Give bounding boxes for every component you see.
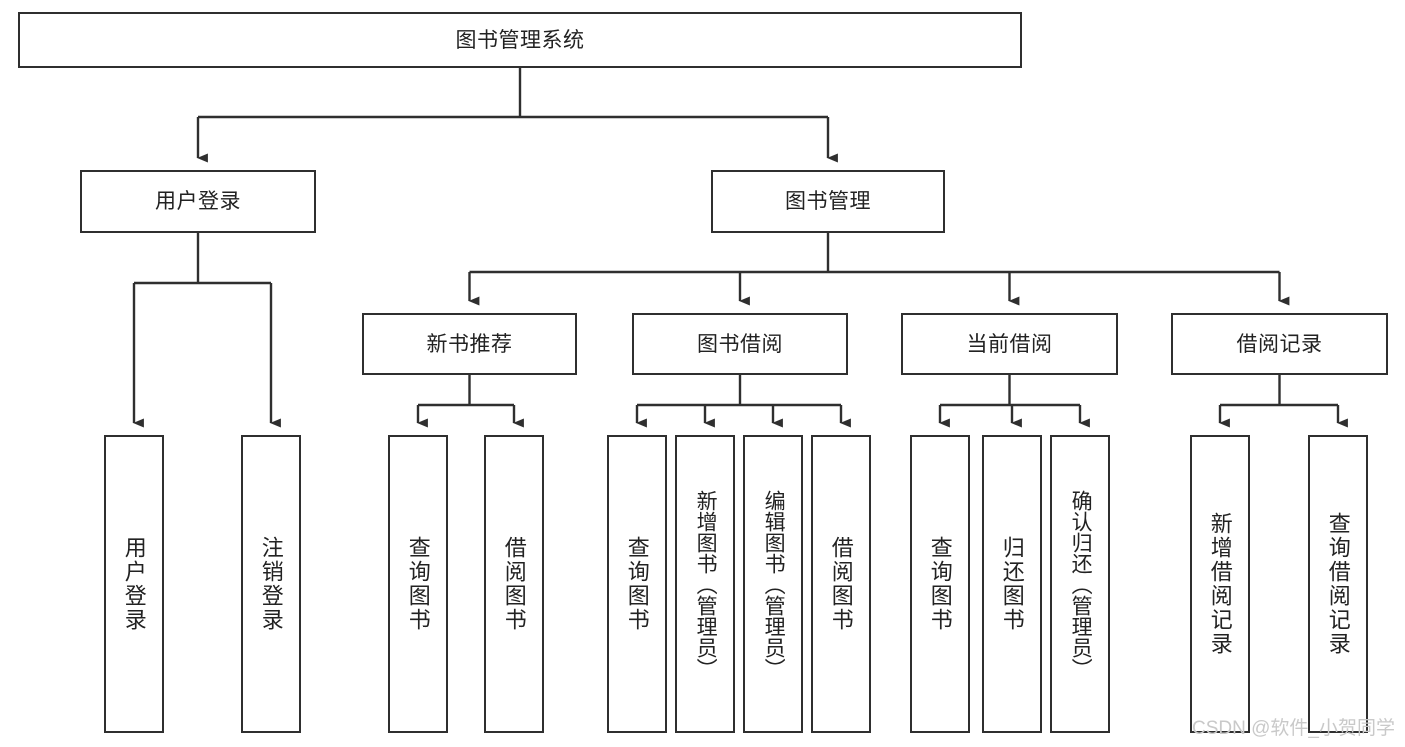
node-新增借阅记录-leaf-11[interactable]: 新增借阅记录 [1190, 435, 1250, 733]
node-label: 查询图书 [405, 536, 431, 632]
node-查询图书-leaf-4[interactable]: 查询图书 [607, 435, 667, 733]
node-label: 当前借阅 [966, 332, 1053, 356]
node-查询图书-leaf-2[interactable]: 查询图书 [388, 435, 448, 733]
node-label: 归还图书 [999, 536, 1025, 632]
node-label: 用户登录 [121, 536, 147, 632]
node-查询图书-leaf-8[interactable]: 查询图书 [910, 435, 970, 733]
node-label: 新增借阅记录 [1207, 512, 1233, 656]
node-label: 查询借阅记录 [1325, 512, 1351, 656]
node-图书借阅-l3[interactable]: 图书借阅 [632, 313, 848, 375]
node-图书管理-l2[interactable]: 图书管理 [711, 170, 945, 233]
node-用户登录-l2[interactable]: 用户登录 [80, 170, 316, 233]
node-图书管理系统-root[interactable]: 图书管理系统 [18, 12, 1022, 68]
node-label: 新书推荐 [426, 332, 513, 356]
node-label: 借阅图书 [501, 536, 527, 632]
node-确认归还管理员-leaf-10[interactable]: 确认归还（管理员） [1050, 435, 1110, 733]
node-注销登录-leaf-1[interactable]: 注销登录 [241, 435, 301, 733]
node-label: 查询图书 [927, 536, 953, 632]
node-新书推荐-l3[interactable]: 新书推荐 [362, 313, 577, 375]
node-新增图书管理员-leaf-5[interactable]: 新增图书（管理员） [675, 435, 735, 733]
node-用户登录-leaf-0[interactable]: 用户登录 [104, 435, 164, 733]
node-编辑图书管理员-leaf-6[interactable]: 编辑图书（管理员） [743, 435, 803, 733]
node-label: 图书管理 [785, 190, 871, 213]
node-label: 新增图书（管理员） [694, 489, 718, 679]
node-label: 确认归还（管理员） [1069, 489, 1093, 679]
node-label: 查询图书 [624, 536, 650, 632]
node-label: 注销登录 [258, 536, 284, 632]
node-label: 图书管理系统 [455, 28, 585, 52]
node-借阅图书-leaf-3[interactable]: 借阅图书 [484, 435, 544, 733]
node-借阅记录-l3[interactable]: 借阅记录 [1171, 313, 1388, 375]
node-当前借阅-l3[interactable]: 当前借阅 [901, 313, 1118, 375]
node-label: 借阅记录 [1236, 332, 1323, 356]
node-归还图书-leaf-9[interactable]: 归还图书 [982, 435, 1042, 733]
csdn-watermark: CSDN @软件_小贺同学 [1192, 718, 1395, 739]
node-label: 借阅图书 [828, 536, 854, 632]
node-label: 用户登录 [155, 190, 241, 213]
node-借阅图书-leaf-7[interactable]: 借阅图书 [811, 435, 871, 733]
node-label: 图书借阅 [697, 332, 783, 356]
node-查询借阅记录-leaf-12[interactable]: 查询借阅记录 [1308, 435, 1368, 733]
node-label: 编辑图书（管理员） [762, 489, 786, 679]
